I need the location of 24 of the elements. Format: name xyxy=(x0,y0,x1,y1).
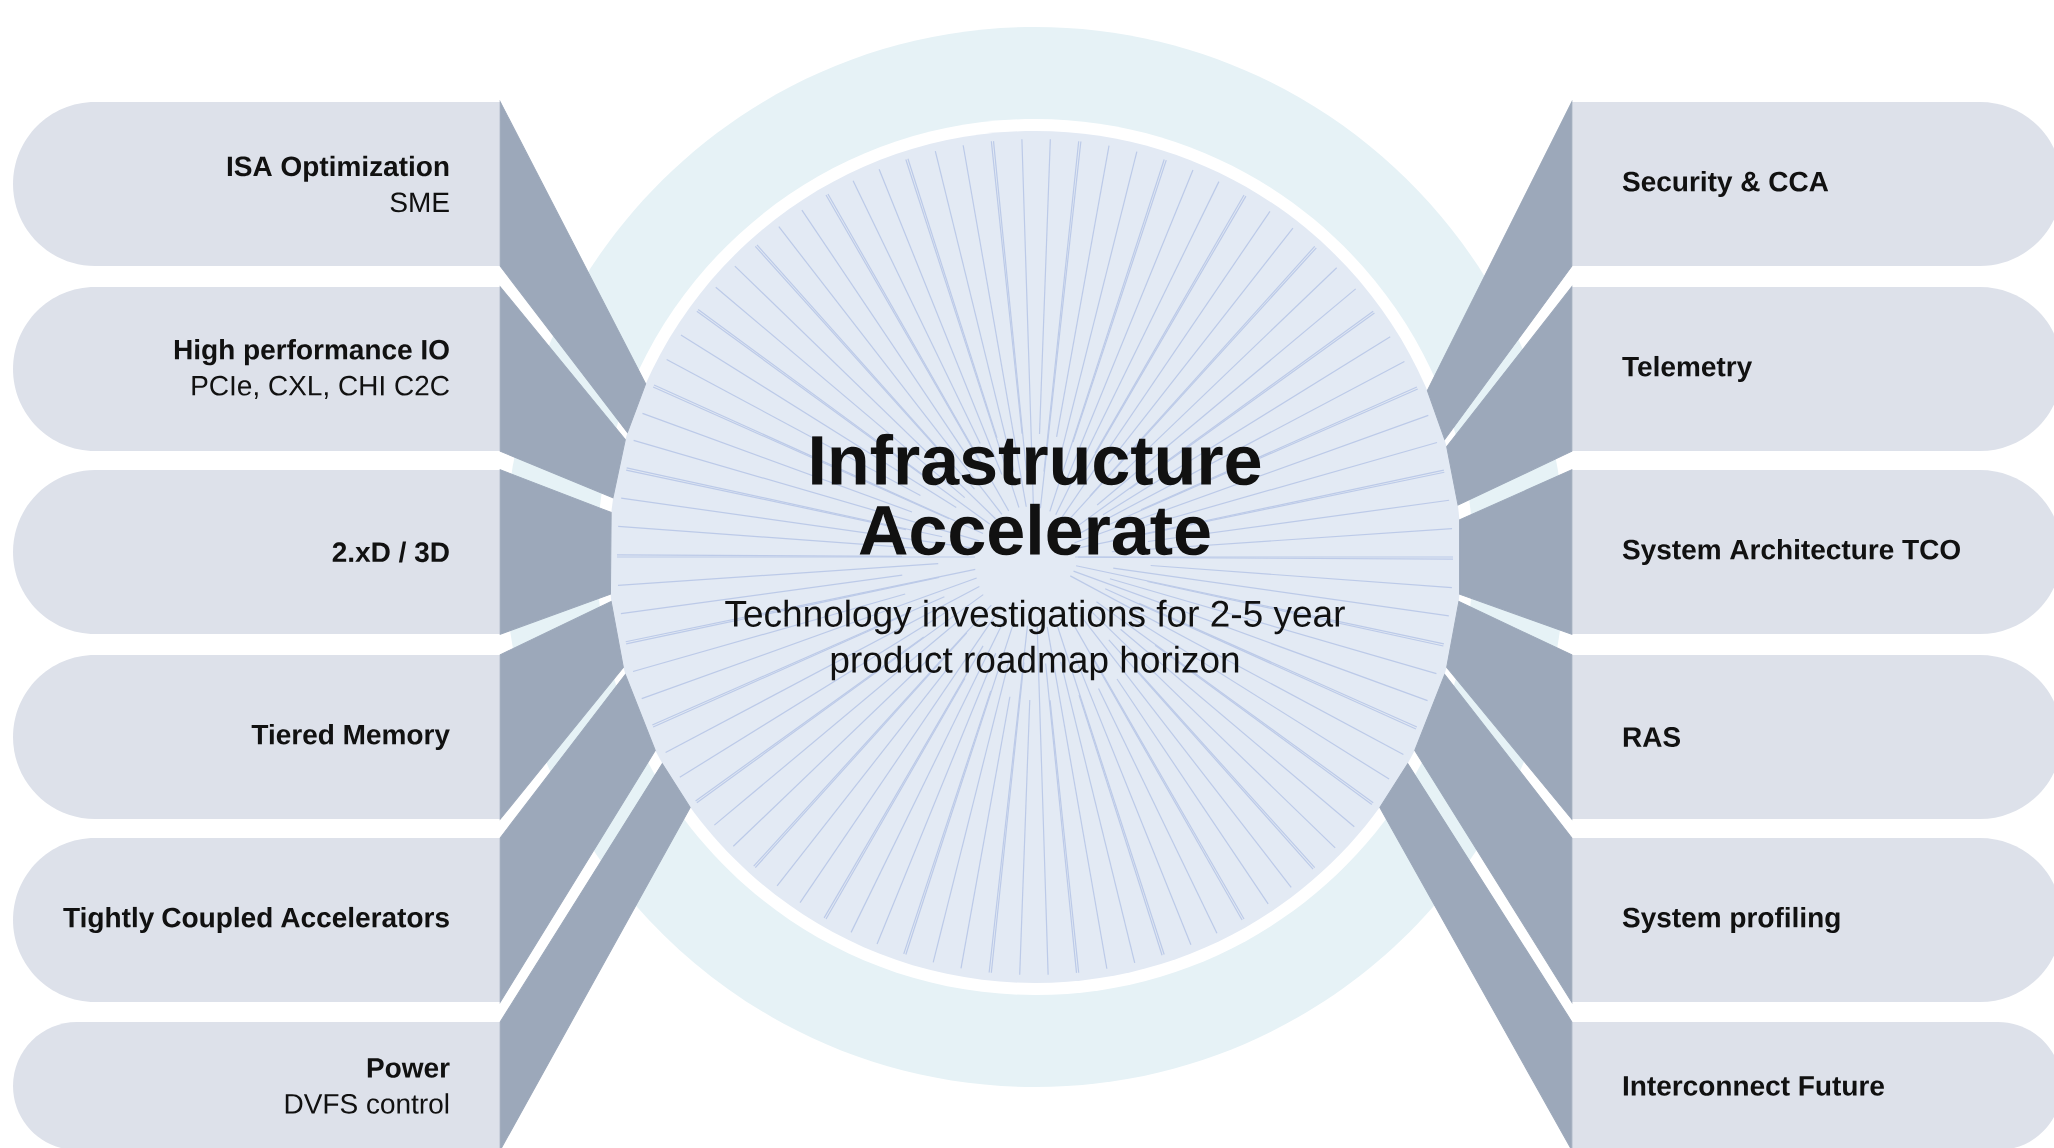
connector-wedge xyxy=(1446,601,1573,820)
tab-box: 2.xD / 3D xyxy=(13,470,500,634)
connector-wedge xyxy=(1414,673,1573,1003)
tab-box: ISA Optimization SME xyxy=(13,102,500,266)
connector-wedge xyxy=(499,673,656,1003)
tab-box: High performance IO PCIe, CXL, CHI C2C xyxy=(13,287,500,451)
tab-box: RAS xyxy=(1572,655,2054,819)
connector-wedge xyxy=(499,601,624,820)
connector-wedge xyxy=(1459,469,1573,635)
tab-box: System Architecture TCO xyxy=(1572,470,2054,634)
tab-box: Security & CCA xyxy=(1572,102,2054,266)
tab-box: Tiered Memory xyxy=(13,655,500,819)
tab-box: Interconnect Future xyxy=(1572,1022,2054,1148)
connector-wedge xyxy=(1446,286,1573,506)
connector-wedge xyxy=(499,101,647,433)
connector-wedge xyxy=(499,763,691,1148)
connector-wedge xyxy=(499,469,612,635)
tab-box: Power DVFS control xyxy=(13,1022,500,1148)
tab-box: System profiling xyxy=(1572,838,2054,1002)
connector-wedge xyxy=(1426,101,1573,441)
connector-wedge xyxy=(499,286,626,499)
tab-box: Tightly Coupled Accelerators xyxy=(13,838,500,1002)
tab-box: Telemetry xyxy=(1572,287,2054,451)
connector-wedge xyxy=(1379,763,1573,1148)
